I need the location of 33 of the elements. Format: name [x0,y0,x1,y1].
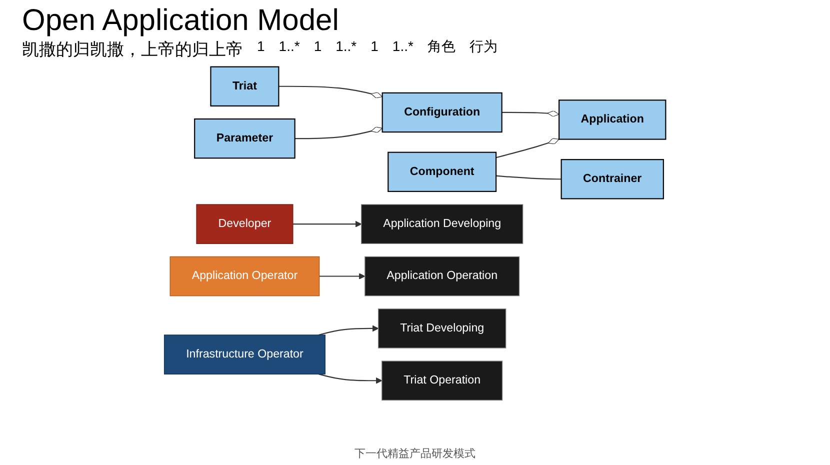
class-box: Triat [210,66,280,106]
class-box: Contrainer [560,159,664,200]
role-box: Infrastructure Operator [164,334,326,374]
association-line [496,175,562,180]
class-box: Parameter [194,118,296,159]
diagram-label: 1..* [392,38,414,56]
diagram-label: 1..* [278,38,300,56]
class-box: Component [388,152,497,192]
role-box: Application Operator [170,256,320,296]
arrow [318,325,379,336]
aggregation-line [502,110,560,117]
activity-box: Application Developing [360,204,524,244]
diagram-label: 行为 [469,38,498,56]
class-box: Application [558,100,666,140]
diagram-label: 1 [314,38,322,56]
arrow [292,220,362,228]
title: Open Application Model [22,4,339,38]
activity-box: Triat Operation [382,360,503,401]
subtitle: 凯撒的归凯撒，上帝的归上帝 [22,39,243,61]
arrow [319,273,366,280]
activity-box: Triat Developing [378,308,506,348]
diagram-label: 1 [370,38,378,56]
activity-box: Application Operation [364,256,520,296]
aggregation-line [294,126,383,140]
arrow [318,374,382,384]
class-box: Configuration [382,92,502,133]
diagram-label: 角色 [427,38,456,56]
aggregation-line [278,86,383,98]
caption: 下一代精益产品研发模式 [354,446,476,461]
role-box: Developer [196,204,294,244]
diagram-label: 1..* [336,38,357,56]
diagram-label: 1 [257,38,265,56]
aggregation-line [496,138,560,158]
